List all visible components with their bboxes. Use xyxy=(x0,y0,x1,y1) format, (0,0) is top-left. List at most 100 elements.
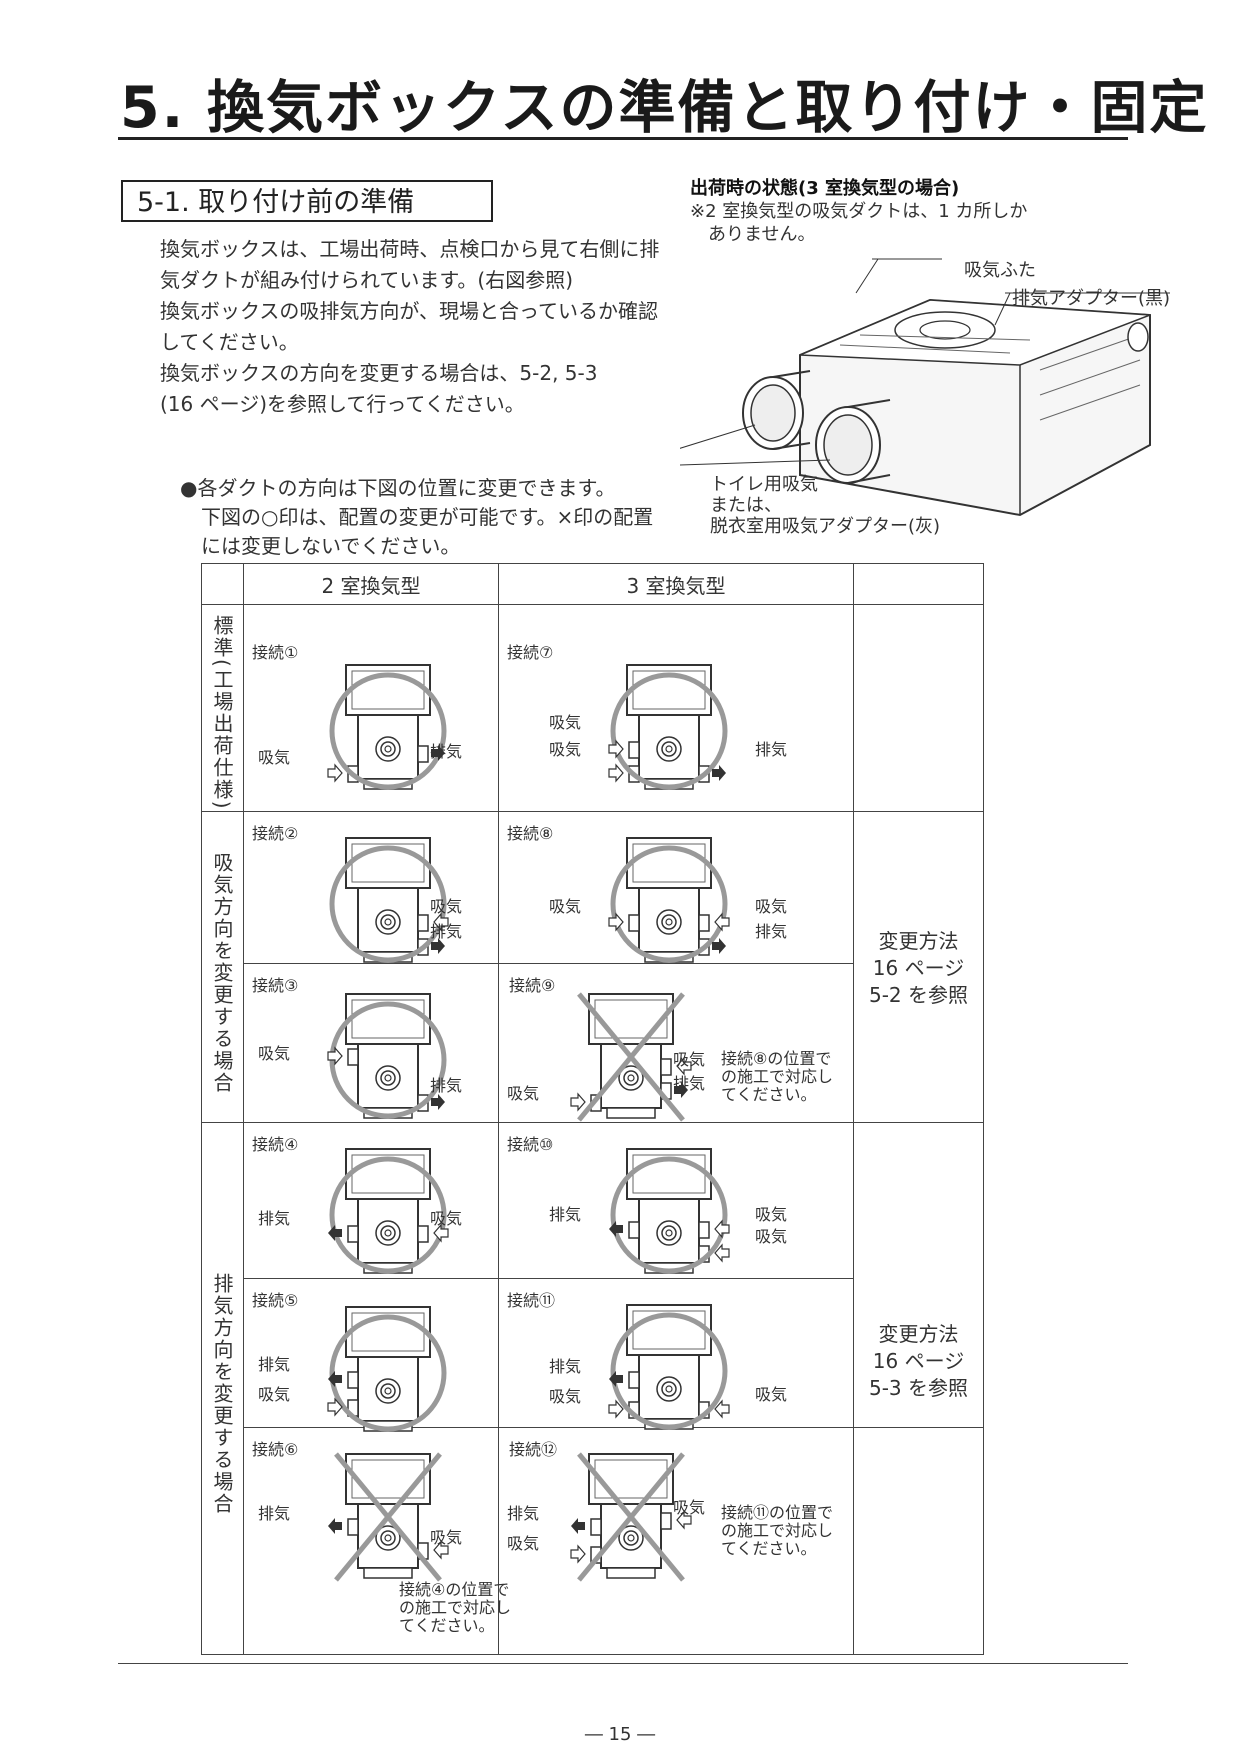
label-exhaust: 排気 xyxy=(430,1076,463,1095)
bullet-line: 下図の○印は、配置の変更が可能です。×印の配置 xyxy=(201,505,654,529)
label-intake: 吸気 xyxy=(430,1209,463,1228)
conn-label: 接続③ xyxy=(252,976,299,995)
label-exhaust: 排気 xyxy=(430,742,463,761)
ventilation-box-illustration xyxy=(680,258,1170,517)
callout-intake-adapter: または、 xyxy=(710,495,782,516)
method-line: 変更方法 xyxy=(878,1322,959,1346)
label-intake: 吸気 xyxy=(549,713,582,732)
conn-label: 接続① xyxy=(252,643,299,662)
label-exhaust: 排気 xyxy=(755,740,788,759)
cell-c8: 接続⑧ 吸気 吸気 排気 xyxy=(498,811,854,964)
note-c9: 接続⑧の位置で の施工で対応し てください。 xyxy=(721,1050,833,1104)
cell-c12: 接続⑫ 吸気 排気 吸気 接続⑪の位置で の施工で対応し てください。 xyxy=(498,1427,854,1655)
page-title: 5. 換気ボックスの準備と取り付け・固定 xyxy=(120,75,1209,141)
figure-caption-title: 出荷時の状態(3 室換気型の場合) xyxy=(690,178,960,199)
intro-line: 換気ボックスは、工場出荷時、点検口から見て右側に排 xyxy=(160,237,660,261)
figure-caption-note: ありません。 xyxy=(708,224,816,245)
label-intake: 吸気 xyxy=(430,1528,463,1547)
title-rule xyxy=(118,137,1128,140)
label-intake: 吸気 xyxy=(430,897,463,916)
note-c12: 接続⑪の位置で の施工で対応し てください。 xyxy=(721,1504,833,1558)
label-intake: 吸気 xyxy=(673,1498,706,1517)
label-intake: 吸気 xyxy=(755,1227,788,1246)
label-intake: 吸気 xyxy=(755,1385,788,1404)
cell-c10: 接続⑩ 排気 吸気 吸気 xyxy=(498,1122,854,1279)
conn-label: 接続⑧ xyxy=(507,824,554,843)
method-line: 5-2 を参照 xyxy=(868,983,969,1007)
diagram-c10 xyxy=(609,1148,730,1274)
cell-c2: 接続② 吸気 排気 xyxy=(243,811,499,964)
method-text: 変更方法 16 ページ 5-2 を参照 xyxy=(854,928,983,1009)
callout-intake-adapter: トイレ用吸気 xyxy=(710,474,818,495)
callout-intake-lid: 吸気ふた xyxy=(964,260,1036,281)
diagram-c11 xyxy=(608,1304,730,1430)
note-line: 接続⑪の位置で xyxy=(721,1503,834,1522)
diagram-c6 xyxy=(328,1436,449,1586)
conn-label: 接続⑨ xyxy=(509,976,556,995)
label-intake: 吸気 xyxy=(549,897,582,916)
cell-c7: 接続⑦ 吸気 吸気 排気 xyxy=(498,604,854,812)
note-line: てください。 xyxy=(721,1539,817,1558)
conn-label: 接続⑤ xyxy=(252,1291,299,1310)
method-line: 16 ページ xyxy=(872,956,965,980)
note-line: の施工で対応し xyxy=(399,1598,512,1617)
cell-method-empty xyxy=(853,604,984,812)
header-empty-corner xyxy=(201,563,244,605)
label-intake: 吸気 xyxy=(258,1044,291,1063)
row-label-exhaust-change: 排気方向を変更する場合 xyxy=(201,1122,244,1655)
conn-label: 接続⑦ xyxy=(507,643,554,662)
header-empty-method xyxy=(853,563,984,605)
note-line: の施工で対応し xyxy=(721,1521,834,1540)
callout-exhaust-adapter: 排気アダプター(黒) xyxy=(1012,288,1171,309)
section-heading: 5-1. 取り付け前の準備 xyxy=(121,180,493,222)
conn-label: 接続⑩ xyxy=(507,1135,554,1154)
label-intake: 吸気 xyxy=(507,1534,540,1553)
label-intake: 吸気 xyxy=(258,1385,291,1404)
label-exhaust: 排気 xyxy=(755,922,788,941)
page-number: ― 15 ― xyxy=(584,1724,656,1745)
cell-c5: 接続⑤ 排気 吸気 xyxy=(243,1278,499,1432)
note-line: てください。 xyxy=(399,1616,495,1635)
intro-line: 気ダクトが組み付けられています。(右図参照) xyxy=(160,268,574,292)
intro-line: してください。 xyxy=(160,330,299,354)
label-exhaust: 排気 xyxy=(258,1355,291,1374)
cell-method-53: 変更方法 16 ページ 5-3 を参照 xyxy=(853,1122,984,1428)
cell-c6: 接続⑥ 排気 吸気 接続④の位置で の施工で対応し てください。 xyxy=(243,1427,511,1655)
label-intake: 吸気 xyxy=(755,897,788,916)
intro-line: 換気ボックスの方向を変更する場合は、5-2, 5-3 xyxy=(160,361,598,385)
cell-c1: 接続① 吸気 排気 xyxy=(243,604,499,812)
label-exhaust: 排気 xyxy=(549,1205,582,1224)
conn-label: 接続⑪ xyxy=(507,1291,556,1310)
bullet-line: ●各ダクトの方向は下図の位置に変更できます。 xyxy=(180,476,616,500)
bullet-notes: ●各ダクトの方向は下図の位置に変更できます。 下図の○印は、配置の変更が可能です… xyxy=(180,474,653,561)
footer-rule xyxy=(118,1663,1128,1664)
cell-c4: 接続④ 排気 吸気 xyxy=(243,1122,499,1279)
row-label-text: 吸気方向を変更する場合 xyxy=(210,852,234,1094)
method-text: 変更方法 16 ページ 5-3 を参照 xyxy=(854,1321,983,1402)
label-intake: 吸気 xyxy=(549,740,582,759)
figure-caption-note: ※2 室換気型の吸気ダクトは、1 カ所しか xyxy=(690,201,1028,222)
conn-label: 接続⑫ xyxy=(509,1440,558,1459)
row-label-text: 排気方向を変更する場合 xyxy=(210,1273,234,1515)
intro-line: (16 ページ)を参照して行ってください。 xyxy=(160,392,525,416)
conn-label: 接続④ xyxy=(252,1135,299,1154)
label-exhaust: 排気 xyxy=(258,1504,291,1523)
note-line: てください。 xyxy=(721,1085,817,1104)
label-exhaust: 排気 xyxy=(549,1357,582,1376)
conn-label: 接続② xyxy=(252,824,299,843)
row-label-standard: 標準(工場出荷仕様) xyxy=(201,604,244,812)
conn-label: 接続⑥ xyxy=(252,1440,299,1459)
row-label-text: 標準(工場出荷仕様) xyxy=(210,615,234,811)
cell-method-52: 変更方法 16 ページ 5-2 を参照 xyxy=(853,811,984,1123)
label-intake: 吸気 xyxy=(507,1084,540,1103)
label-exhaust: 排気 xyxy=(507,1504,540,1523)
diagram-c8 xyxy=(608,837,730,963)
diagram-c5 xyxy=(327,1306,482,1432)
method-line: 16 ページ xyxy=(872,1349,965,1373)
note-c6: 接続④の位置で の施工で対応し てください。 xyxy=(399,1581,511,1635)
diagram-c7 xyxy=(608,664,763,790)
label-exhaust: 排気 xyxy=(673,1074,706,1093)
note-line: 接続⑧の位置で xyxy=(721,1049,832,1068)
diagram-c3 xyxy=(327,993,482,1119)
note-line: の施工で対応し xyxy=(721,1067,834,1086)
